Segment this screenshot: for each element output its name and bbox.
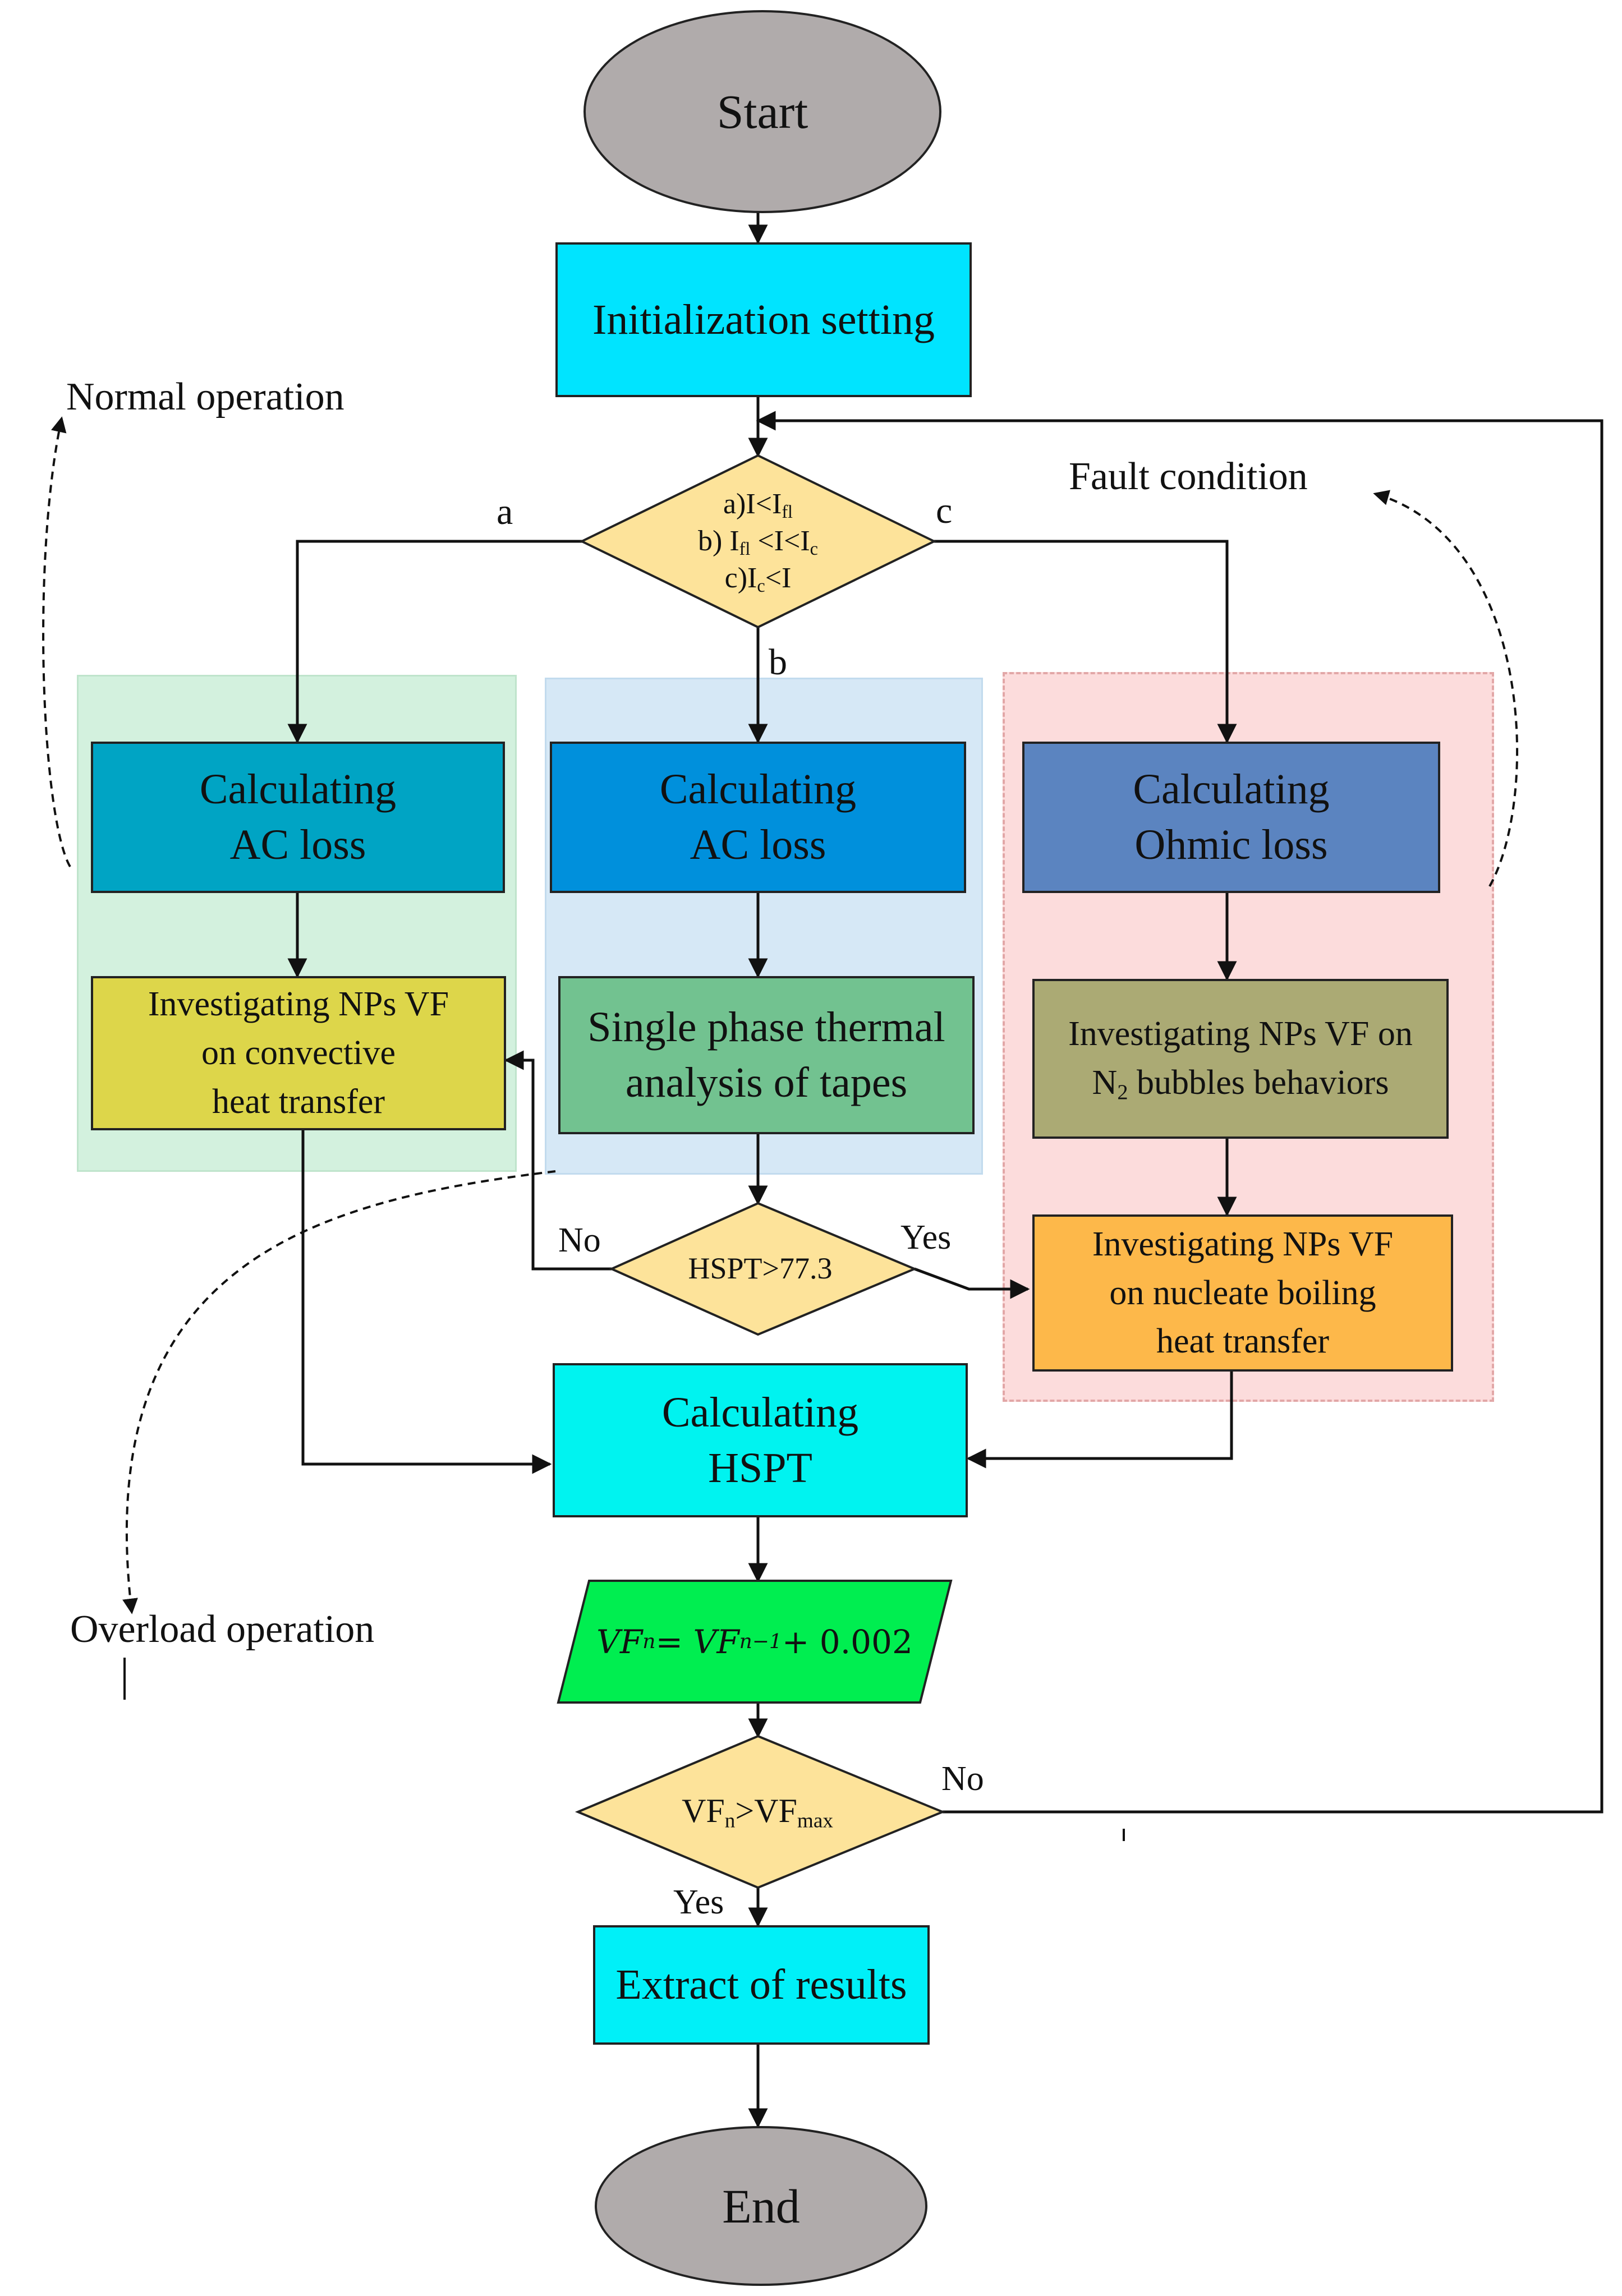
- hspt-decision-text: HSPT>77.3: [688, 1251, 833, 1286]
- vf-decision-diamond: [575, 1734, 946, 1889]
- branch-b-label: b: [769, 642, 787, 683]
- current-decision-diamond: [579, 454, 937, 629]
- initialization-box: Initialization setting: [555, 242, 972, 397]
- fault-condition-label: Fault condition: [1069, 455, 1308, 498]
- branch-c-label: c: [936, 490, 953, 531]
- end-terminal: End: [595, 2126, 927, 2286]
- hspt-decision-diamond: [609, 1202, 918, 1336]
- current-decision-text: a)I<Ifl b) Ifl <I<Ic c)Ic<I: [698, 487, 818, 596]
- hspt-yes-label: Yes: [900, 1218, 952, 1257]
- vf-update-parallelogram: [557, 1580, 953, 1704]
- branch-a-label: a: [497, 491, 513, 532]
- extract-results-box: Extract of results: [593, 1925, 930, 2045]
- hspt-no-label: No: [558, 1221, 601, 1259]
- vf-decision-text: VFn>VFmax: [682, 1792, 833, 1832]
- vf-yes-label: Yes: [673, 1883, 724, 1921]
- overload-operation-label: Overload operation: [70, 1608, 375, 1651]
- start-terminal: Start: [583, 10, 941, 213]
- vf-no-label: No: [941, 1760, 984, 1798]
- normal-operation-label: Normal operation: [66, 375, 344, 418]
